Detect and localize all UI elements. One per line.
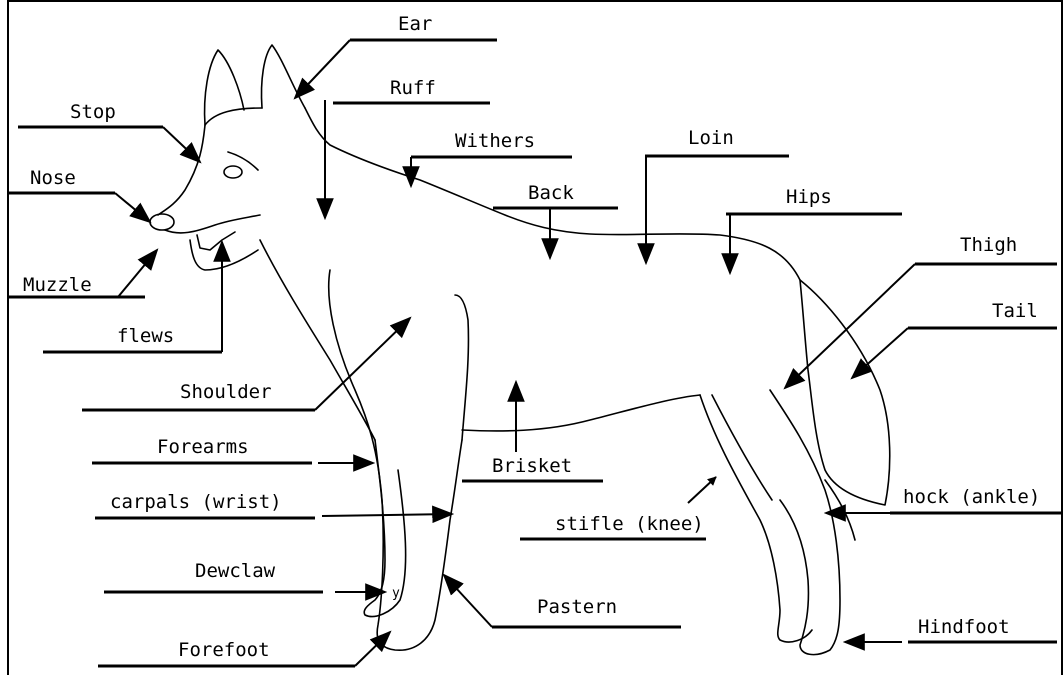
- label-ear-text: Ear: [398, 13, 432, 35]
- label-tail-arrow: [852, 328, 908, 378]
- label-carpals: carpals (wrist): [95, 491, 452, 518]
- label-muzzle: Muzzle: [8, 250, 157, 297]
- label-carpals-arrow: [322, 514, 452, 516]
- nose-outline: [150, 214, 174, 230]
- label-pastern: Pastern: [444, 575, 681, 627]
- label-muzzle-arrow: [118, 250, 157, 297]
- label-stop: Stop: [18, 101, 200, 162]
- hock-outline: [825, 480, 855, 540]
- left-ear-outline: [205, 50, 244, 125]
- label-nose-arrow: [115, 193, 150, 222]
- label-dewclaw: Dewclaw: [104, 560, 385, 592]
- label-forearms: Forearms: [92, 436, 373, 463]
- label-muzzle-text: Muzzle: [23, 274, 92, 296]
- label-withers: Withers: [411, 130, 572, 186]
- dewclaw-mark: y: [392, 586, 400, 601]
- eye-outline: [224, 166, 242, 178]
- hind-leg-far-outline: [700, 395, 812, 642]
- label-stop-text: Stop: [70, 101, 116, 123]
- label-dewclaw-text: Dewclaw: [195, 560, 276, 582]
- face-outline: [158, 125, 205, 215]
- right-ear-outline: [261, 45, 305, 108]
- belly-outline: [462, 395, 700, 431]
- label-hindfoot-text: Hindfoot: [918, 616, 1010, 638]
- tail-outline: [800, 280, 890, 505]
- label-tail-text: Tail: [992, 300, 1038, 322]
- label-stifle-text: stifle (knee): [555, 513, 704, 535]
- label-stifle: stifle (knee): [520, 477, 716, 539]
- label-hindfoot: Hindfoot: [845, 616, 1057, 642]
- forehead-outline: [205, 108, 262, 125]
- label-forefoot-text: Forefoot: [178, 639, 270, 661]
- brow-outline: [228, 152, 258, 170]
- label-forefoot-arrow: [355, 632, 390, 666]
- mouth-outline: [165, 215, 260, 233]
- label-thigh-text: Thigh: [960, 234, 1017, 256]
- label-forearms-text: Forearms: [157, 436, 249, 458]
- label-shoulder-arrow: [315, 318, 410, 410]
- label-stifle-arrow: [688, 477, 716, 503]
- shoulder-blade-outline: [455, 295, 468, 440]
- label-nose: Nose: [8, 167, 150, 222]
- label-ear-arrow: [295, 40, 350, 98]
- label-back: Back: [493, 182, 618, 258]
- label-nose-text: Nose: [30, 167, 76, 189]
- label-flews-text: flews: [117, 325, 174, 347]
- label-ruff-text: Ruff: [390, 77, 436, 99]
- lower-jaw-outline: [190, 240, 258, 270]
- label-pastern-arrow: [444, 575, 492, 627]
- label-hips: Hips: [726, 186, 902, 273]
- label-loin: Loin: [645, 127, 789, 263]
- label-forefoot: Forefoot: [98, 632, 390, 666]
- label-brisket-text: Brisket: [492, 455, 572, 477]
- teeth-outline: [197, 232, 235, 250]
- label-stop-arrow: [163, 127, 200, 162]
- label-tail: Tail: [852, 300, 1057, 378]
- label-hips-text: Hips: [786, 186, 832, 208]
- label-carpals-text: carpals (wrist): [110, 491, 282, 513]
- label-shoulder-text: Shoulder: [180, 381, 272, 403]
- label-withers-text: Withers: [455, 130, 535, 152]
- label-hock-text: hock (ankle): [903, 486, 1040, 508]
- label-loin-text: Loin: [688, 127, 734, 149]
- label-hock: hock (ankle): [826, 486, 1062, 513]
- label-pastern-text: Pastern: [537, 596, 617, 618]
- label-back-text: Back: [528, 182, 574, 204]
